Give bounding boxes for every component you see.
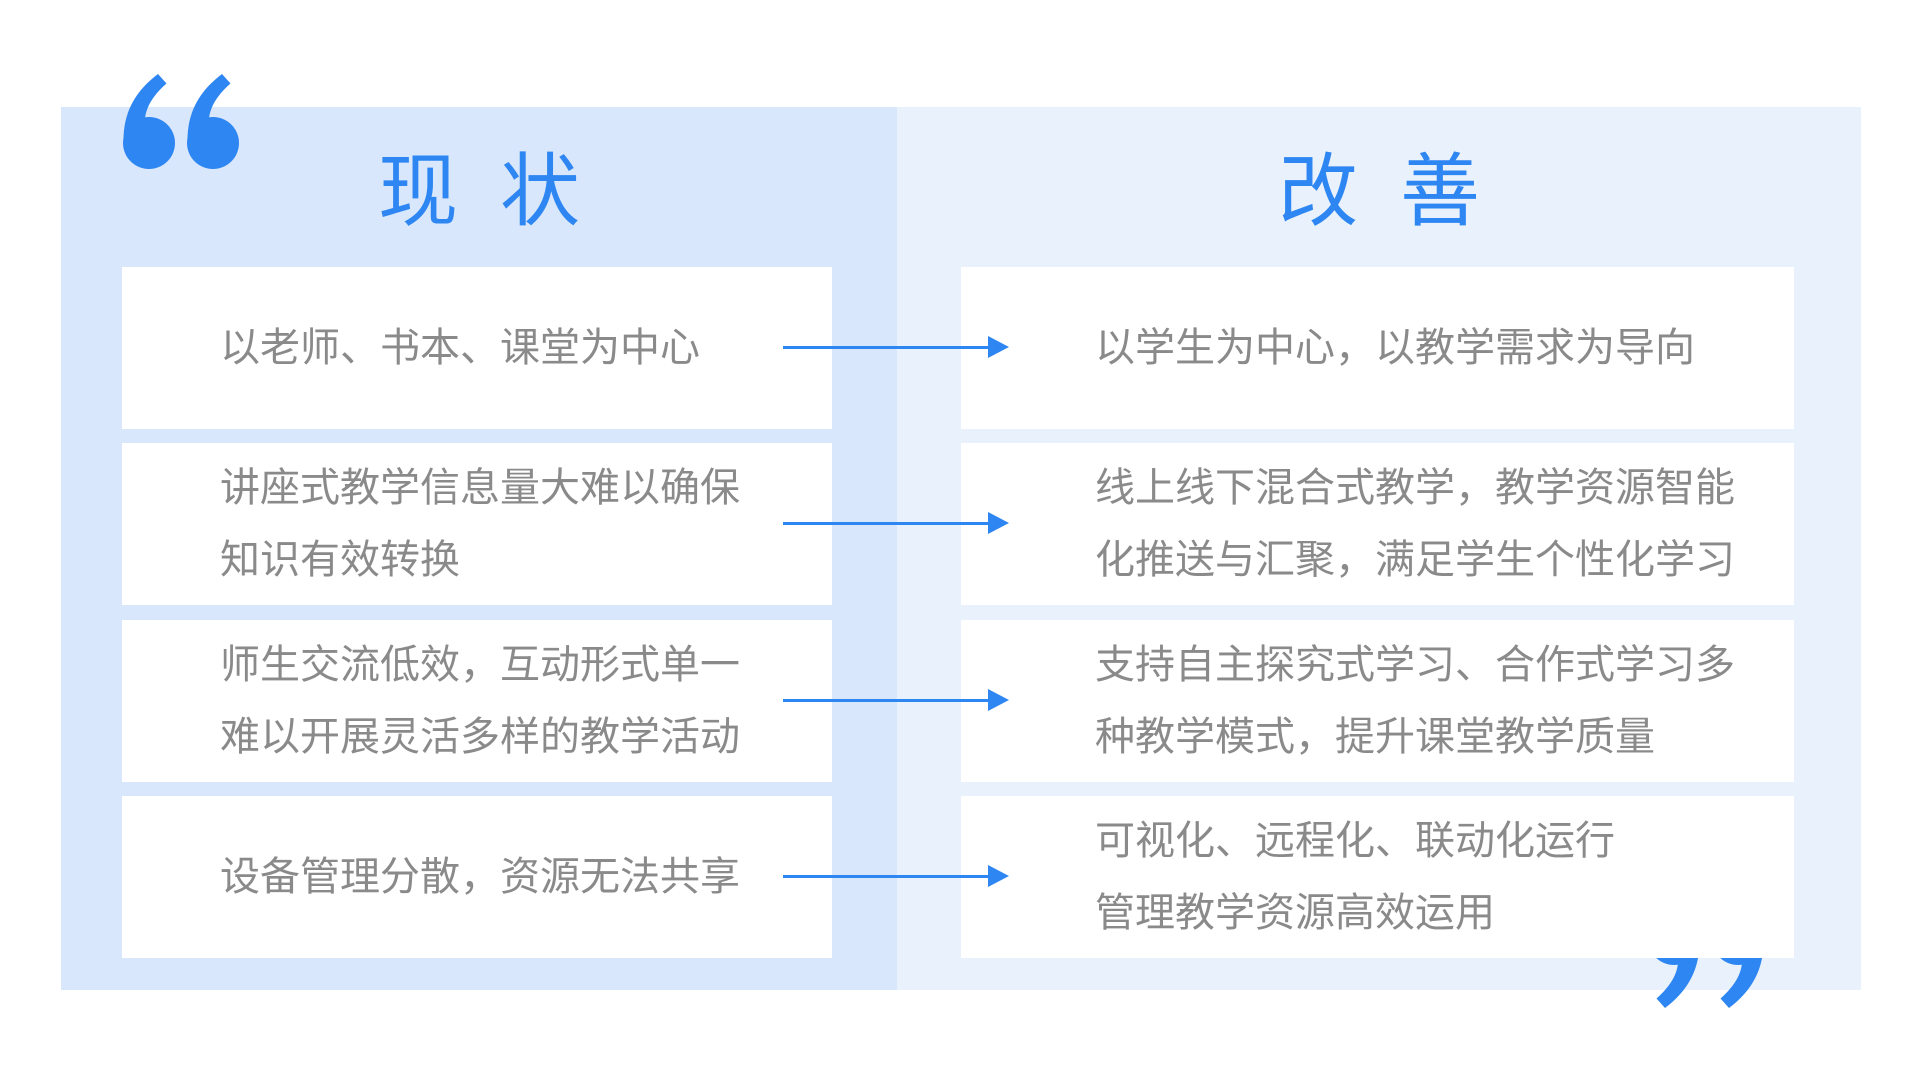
improved-item-1: 以学生为中心，以教学需求为导向 xyxy=(961,267,1794,429)
column-title-improved: 改善 xyxy=(1278,147,1522,236)
current-item-4: 设备管理分散，资源无法共享 xyxy=(122,796,832,958)
improved-item-3: 支持自主探究式学习、合作式学习多 种教学模式，提升课堂教学质量 xyxy=(961,620,1794,782)
improved-item-2: 线上线下混合式教学，教学资源智能 化推送与汇聚，满足学生个性化学习 xyxy=(961,443,1794,605)
current-item-3: 师生交流低效，互动形式单一 难以开展灵活多样的教学活动 xyxy=(122,620,832,782)
current-item-1: 以老师、书本、课堂为中心 xyxy=(122,267,832,429)
open-quote-icon xyxy=(121,74,239,170)
arrow-icon-row-1 xyxy=(783,336,1009,358)
improved-item-4: 可视化、远程化、联动化运行 管理教学资源高效运用 xyxy=(961,796,1794,958)
arrow-icon-row-4 xyxy=(783,865,1009,887)
column-title-current: 现状 xyxy=(378,147,622,236)
arrow-icon-row-3 xyxy=(783,689,1009,711)
arrow-icon-row-2 xyxy=(783,512,1009,534)
current-item-2: 讲座式教学信息量大难以确保 知识有效转换 xyxy=(122,443,832,605)
